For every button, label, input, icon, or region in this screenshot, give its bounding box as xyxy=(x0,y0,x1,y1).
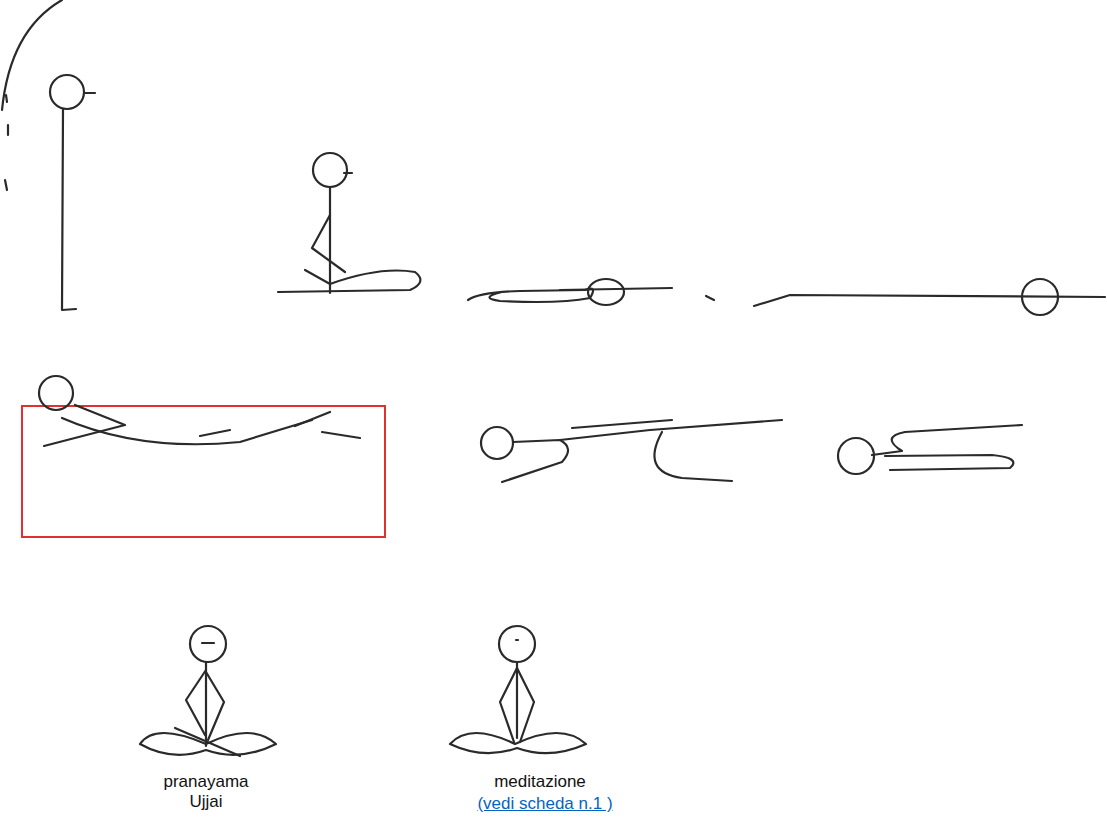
lying-figure xyxy=(754,279,1105,315)
head xyxy=(1022,279,1058,315)
head xyxy=(499,626,535,662)
legs xyxy=(278,270,420,292)
body xyxy=(62,418,312,444)
arms xyxy=(560,288,714,300)
meditation-figure xyxy=(450,626,586,753)
legs xyxy=(200,412,360,438)
body xyxy=(329,187,331,293)
knees-figure xyxy=(838,425,1022,474)
body xyxy=(754,295,1105,306)
head xyxy=(190,626,226,662)
head xyxy=(838,438,874,474)
arms xyxy=(186,670,224,740)
eyes xyxy=(202,642,214,644)
reference-link: (vedi scheda n.1 ) xyxy=(470,794,620,814)
arms xyxy=(312,215,345,272)
arm xyxy=(502,440,568,482)
body xyxy=(560,420,782,440)
head xyxy=(481,427,513,459)
head xyxy=(313,153,347,187)
leg xyxy=(654,432,732,481)
legs xyxy=(140,733,276,755)
head xyxy=(50,75,84,109)
seated-figure xyxy=(278,153,420,293)
arms xyxy=(885,455,1013,470)
pranayama-figure xyxy=(140,626,276,756)
kneeling-figure xyxy=(481,420,782,482)
stroke-marks xyxy=(5,95,8,190)
nose xyxy=(84,92,95,94)
legs xyxy=(872,425,1022,455)
head xyxy=(39,376,73,410)
body xyxy=(516,662,518,738)
arm-arc xyxy=(2,0,62,110)
twist-figure xyxy=(39,376,360,446)
standing-figure xyxy=(2,0,95,310)
arm xyxy=(44,405,125,446)
nose xyxy=(344,172,352,174)
pose-label: meditazione xyxy=(470,772,610,792)
head xyxy=(588,279,624,305)
body xyxy=(62,109,76,310)
arms xyxy=(500,668,534,742)
legs xyxy=(450,733,586,753)
eye xyxy=(516,639,518,641)
folded-figure xyxy=(468,279,714,305)
crossed-leg xyxy=(175,728,240,756)
pose-label: pranayama Ujjai xyxy=(158,772,254,812)
highlight-box xyxy=(22,406,385,537)
